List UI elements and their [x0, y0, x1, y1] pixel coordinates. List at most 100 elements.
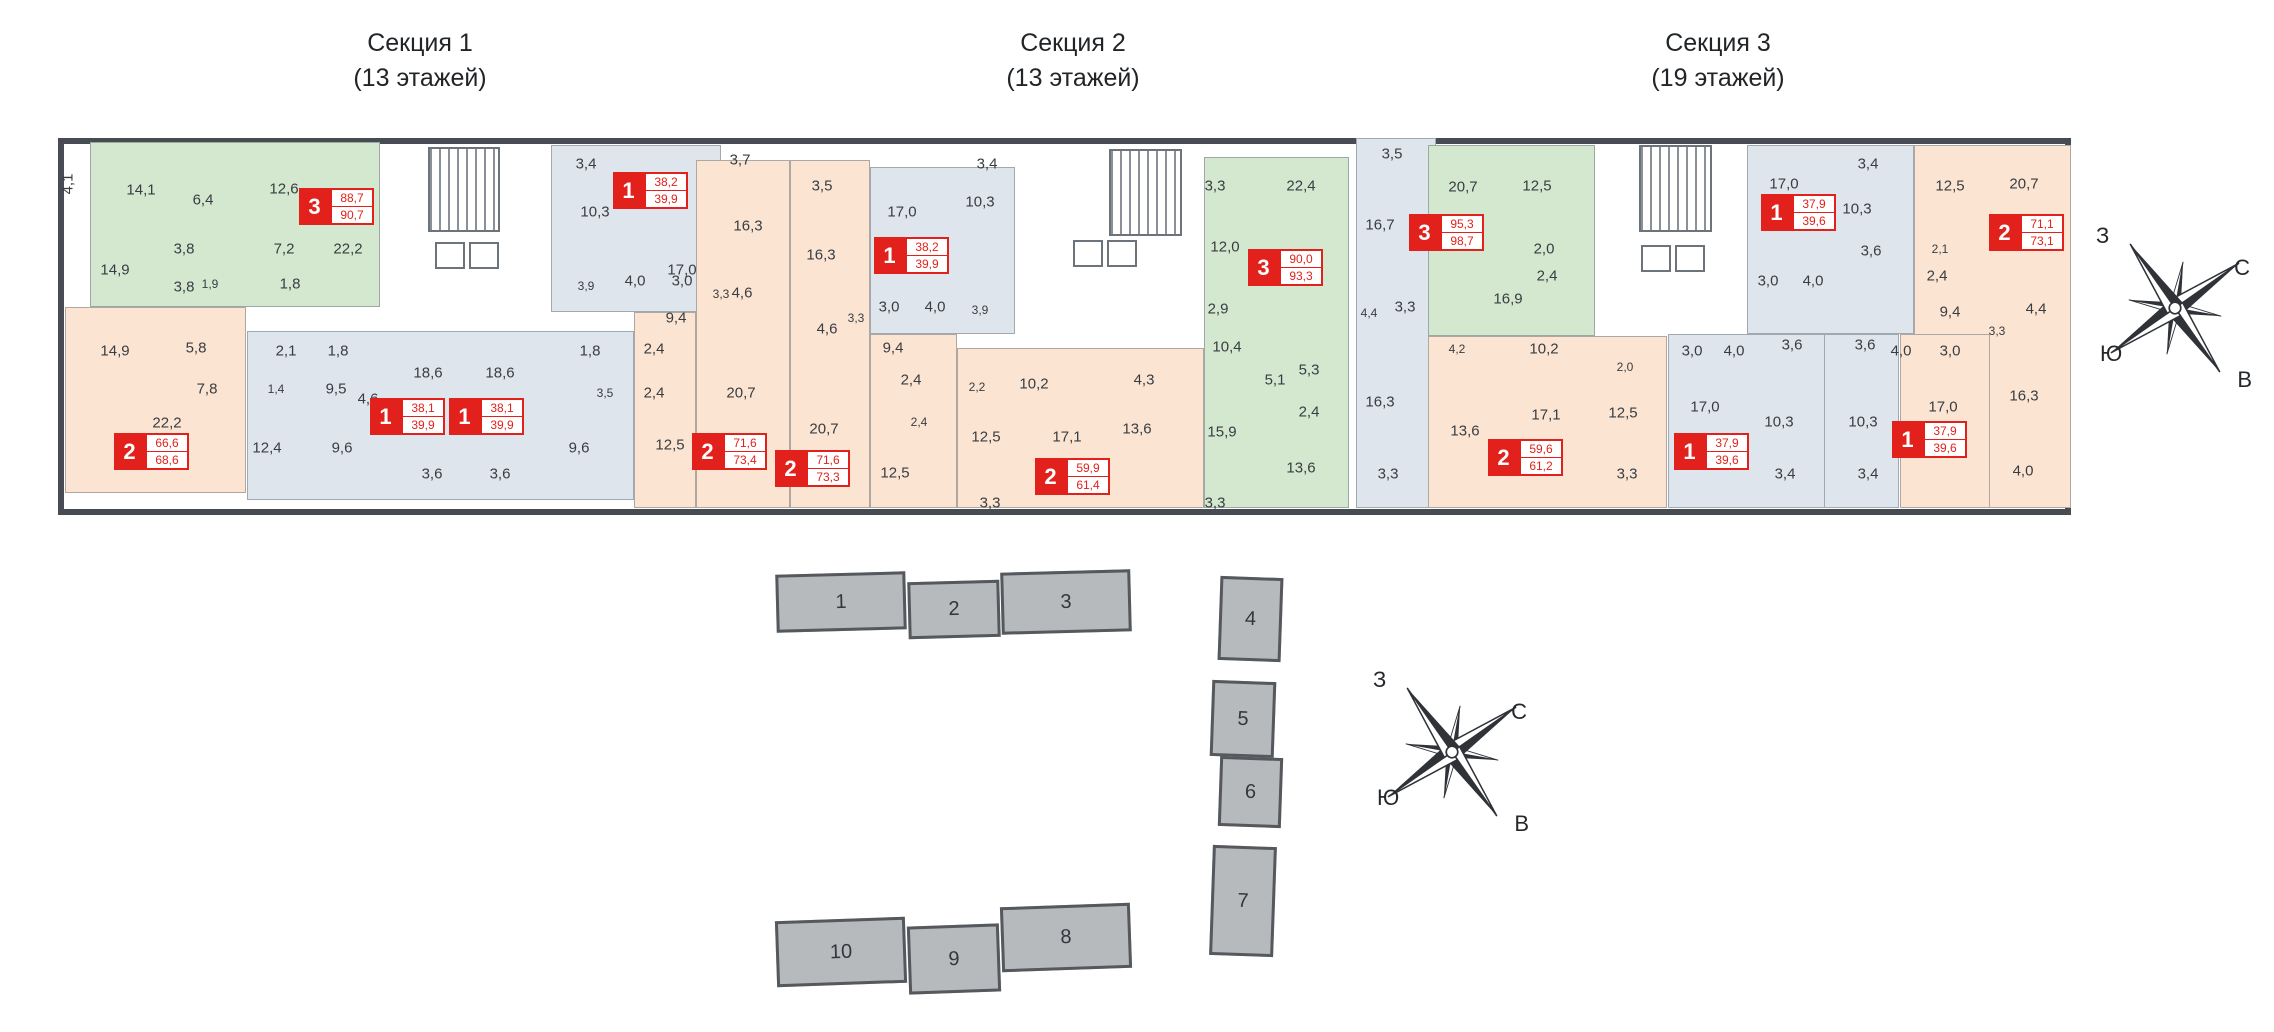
apartment-zone[interactable] — [1747, 145, 1914, 334]
room-area-label: 3,0 — [1681, 342, 1703, 360]
room-area-label: 2,4 — [1298, 403, 1320, 421]
room-area-label: 17,0 — [1928, 398, 1958, 416]
badge-room-count: 1 — [370, 398, 401, 435]
room-area-label: 3,4 — [1774, 465, 1796, 483]
room-area-label: 3,8 — [173, 240, 195, 258]
room-area-label: 3,9 — [971, 303, 989, 317]
room-area-label: 7,2 — [273, 240, 295, 258]
section-1-name: Секция 1 — [367, 29, 473, 57]
room-area-label: 9,4 — [882, 339, 904, 357]
apartment-zone[interactable] — [870, 334, 957, 508]
elevator-icon — [1641, 245, 1671, 272]
badge-total-area: 39,9 — [490, 418, 514, 432]
badge-room-count: 2 — [114, 433, 145, 470]
room-area-label: 3,6 — [1781, 336, 1803, 354]
compass-star-icon — [1387, 687, 1517, 817]
compass-north-label: С — [2234, 255, 2250, 280]
apartment-zone[interactable] — [1204, 157, 1349, 508]
room-area-label: 17,0 — [667, 261, 697, 279]
apartment-zone[interactable] — [1668, 334, 1825, 508]
compass-west-label: З — [1373, 667, 1387, 692]
site-plan-block-1[interactable]: 1 — [775, 571, 907, 633]
site-plan-block-8[interactable]: 8 — [999, 902, 1133, 973]
room-area-label: 4,0 — [924, 298, 946, 316]
room-area-label: 3,5 — [811, 177, 833, 195]
room-area-label: 10,3 — [580, 203, 610, 221]
room-area-label: 12,5 — [880, 464, 910, 482]
badge-living-area: 71,6 — [725, 435, 765, 452]
site-plan-block-10[interactable]: 10 — [774, 916, 908, 988]
compass-north-label: С — [1511, 699, 1527, 724]
staircase-icon — [1639, 145, 1712, 232]
room-area-label: 16,3 — [806, 246, 836, 264]
site-plan-block-4[interactable]: 4 — [1217, 575, 1284, 663]
room-area-label: 12,5 — [971, 428, 1001, 446]
badge-living-area: 71,1 — [2022, 216, 2062, 233]
room-area-label: 2,4 — [1536, 267, 1558, 285]
site-plan-block-3[interactable]: 3 — [1000, 569, 1132, 635]
site-plan-block-6[interactable]: 6 — [1217, 755, 1284, 829]
room-area-label: 22,2 — [333, 240, 363, 258]
room-area-label: 4,0 — [1890, 342, 1912, 360]
staircase-icon — [428, 147, 500, 232]
badge-total-area: 68,6 — [155, 453, 179, 467]
site-plan-block-2[interactable]: 2 — [907, 579, 1001, 640]
staircase-icon — [1109, 149, 1182, 236]
elevator-icon — [435, 242, 465, 269]
room-area-label: 4,0 — [1723, 342, 1745, 360]
badge-total-area: 61,2 — [1529, 459, 1553, 473]
elevator-icon — [1675, 245, 1705, 272]
room-area-label: 2,2 — [968, 380, 986, 394]
section-3-title: Секция 3 (19 этажей) — [1558, 26, 1878, 96]
site-plan-block-9[interactable]: 9 — [906, 923, 1002, 995]
room-area-label: 3,0 — [1939, 342, 1961, 360]
room-area-label: 4,0 — [1802, 272, 1824, 290]
room-area-label: 18,6 — [485, 364, 515, 382]
badge-total-area: 90,7 — [340, 208, 364, 222]
room-area-label: 22,4 — [1286, 177, 1316, 195]
apartment-zone[interactable] — [634, 312, 696, 508]
badge-room-count: 2 — [775, 450, 806, 487]
room-area-label: 14,1 — [126, 181, 156, 199]
room-area-label: 2,9 — [1207, 300, 1229, 318]
room-area-label: 10,3 — [1764, 413, 1794, 431]
room-area-label: 2,1 — [275, 342, 297, 360]
badge-room-count: 1 — [1892, 421, 1923, 458]
apartment-zone[interactable] — [1356, 138, 1436, 508]
room-area-label: 3,6 — [1860, 242, 1882, 260]
site-plan-block-5[interactable]: 5 — [1209, 679, 1277, 759]
badge-total-area: 73,4 — [733, 453, 757, 467]
compass-rose: З С Ю В — [2090, 223, 2260, 393]
room-area-label: 3,3 — [1204, 177, 1226, 195]
badge-total-area: 39,6 — [1802, 214, 1826, 228]
room-area-label: 12,5 — [1935, 177, 1965, 195]
badge-total-area: 39,9 — [654, 192, 678, 206]
room-area-label: 16,9 — [1493, 290, 1523, 308]
badge-living-area: 59,9 — [1068, 460, 1108, 477]
room-area-label: 14,9 — [100, 261, 130, 279]
room-area-label: 9,6 — [568, 439, 590, 457]
site-plan-block-7[interactable]: 7 — [1209, 844, 1277, 958]
apartment-zone[interactable] — [1428, 336, 1667, 508]
section-2-name: Секция 2 — [1020, 29, 1126, 57]
badge-total-area: 61,4 — [1076, 478, 1100, 492]
